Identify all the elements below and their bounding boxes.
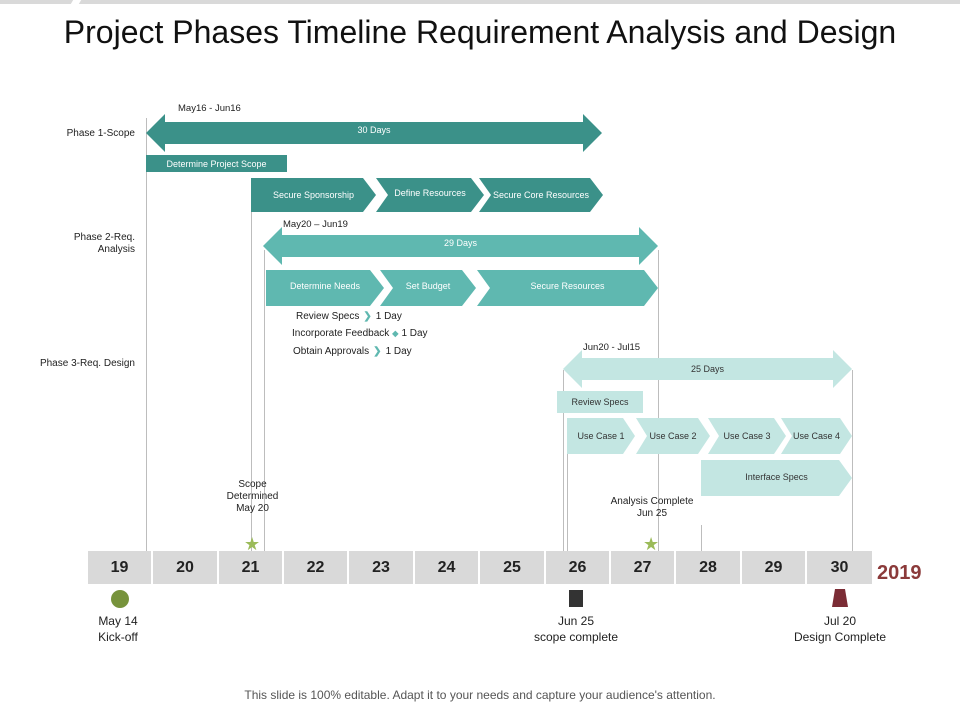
define-resources-task: Define Resources xyxy=(376,178,484,212)
mini-task-name: Obtain Approvals xyxy=(293,346,370,357)
star-icon: ★ xyxy=(643,534,660,554)
phase2-duration-text: 29 Days xyxy=(443,238,478,248)
use-case-1-text: Use Case 1 xyxy=(577,431,625,441)
use-case-1-task: Use Case 1 xyxy=(567,418,635,454)
mini-task-duration: 1 Day xyxy=(401,328,428,339)
axis-tick: 20 xyxy=(153,551,219,584)
use-case-4-text: Use Case 4 xyxy=(792,431,841,441)
top-accent-bar xyxy=(0,0,960,4)
phase-label-req-design: Phase 3-Req. Design xyxy=(39,358,135,369)
circle-icon xyxy=(111,590,129,608)
square-icon xyxy=(569,590,583,607)
axis-tick: 26 xyxy=(546,551,611,584)
secure-core-resources-task: Secure Core Resources xyxy=(479,178,603,212)
diamond-icon: ◆ xyxy=(392,329,399,338)
axis-tick: 21 xyxy=(219,551,284,584)
phase2-date-range: May20 – Jun19 xyxy=(283,219,348,230)
set-budget-text: Set Budget xyxy=(405,281,451,291)
determine-needs-text: Determine Needs xyxy=(289,281,361,291)
secure-sponsorship-task: Secure Sponsorship xyxy=(251,178,376,212)
phase3-duration-bar: 25 Days xyxy=(563,350,852,388)
mini-task-row: Review Specs❯1 Day xyxy=(296,311,402,322)
phase-label-scope: Phase 1-Scope xyxy=(66,128,135,139)
chevron-right-icon: ❯ xyxy=(363,311,372,322)
scope-determined-annotation: Scope Determined May 20 xyxy=(226,479,279,514)
star-icon: ★ xyxy=(244,534,261,554)
determine-needs-task: Determine Needs xyxy=(266,270,384,306)
secure-resources-task: Secure Resources xyxy=(477,270,658,306)
phase1-duration-bar: 30 Days xyxy=(146,114,602,152)
axis-tick: 23 xyxy=(349,551,415,584)
axis-tick: 28 xyxy=(676,551,742,584)
guide-line-phase2-end xyxy=(658,250,659,551)
phase1-date-range: May16 - Jun16 xyxy=(178,103,241,114)
axis-tick: 29 xyxy=(742,551,807,584)
interface-specs-task: Interface Specs xyxy=(701,460,852,496)
analysis-complete-annotation: Analysis Complete Jun 25 xyxy=(610,496,694,519)
determine-project-scope-task: Determine Project Scope xyxy=(146,155,287,172)
axis-tick: 19 xyxy=(88,551,153,584)
define-resources-text: Define Resources xyxy=(394,188,466,198)
mini-task-name: Review Specs xyxy=(296,311,360,322)
page-title: Project Phases Timeline Requirement Anal… xyxy=(63,14,897,50)
axis-tick: 22 xyxy=(284,551,349,584)
phase3-duration-text: 25 Days xyxy=(690,364,725,374)
kickoff-milestone-label: May 14 Kick-off xyxy=(98,614,138,644)
interface-specs-text: Interface Specs xyxy=(745,472,808,482)
use-case-3-text: Use Case 3 xyxy=(723,431,771,441)
axis-tick: 27 xyxy=(611,551,676,584)
year-label: 2019 xyxy=(877,562,922,584)
axis-tick: 24 xyxy=(415,551,480,584)
phase3-date-range: Jun20 - Jul15 xyxy=(583,342,641,353)
guide-line-phase2-start xyxy=(264,250,265,551)
guide-line-sponsorship-start xyxy=(251,200,252,551)
secure-sponsorship-text: Secure Sponsorship xyxy=(272,190,355,200)
phase2-duration-bar: 29 Days xyxy=(263,227,658,265)
secure-core-resources-text: Secure Core Resources xyxy=(492,190,590,200)
mini-task-row: Incorporate Feedback◆1 Day xyxy=(292,328,428,339)
secure-resources-text: Secure Resources xyxy=(530,281,605,291)
guide-line-phase3-start xyxy=(563,370,564,551)
chevron-right-icon: ❯ xyxy=(373,346,382,357)
phase-label-req-analysis: Phase 2-Req. Analysis xyxy=(73,232,135,255)
mini-task-duration: 1 Day xyxy=(385,346,412,357)
mini-task-name: Incorporate Feedback xyxy=(292,328,390,339)
guide-line-phase1-start xyxy=(146,118,147,551)
timeline-axis: 19 20 21 22 23 24 25 26 27 28 29 30 xyxy=(88,551,872,584)
mini-task-duration: 1 Day xyxy=(375,311,402,322)
use-case-4-task: Use Case 4 xyxy=(781,418,852,454)
review-specs-task: Review Specs xyxy=(557,391,643,413)
scope-complete-milestone-label: Jun 25 scope complete xyxy=(533,614,619,644)
design-complete-milestone-label: Jul 20 Design Complete xyxy=(793,614,887,644)
axis-tick: 25 xyxy=(480,551,546,584)
set-budget-task: Set Budget xyxy=(380,270,476,306)
guide-line-usecase-start xyxy=(567,440,568,551)
use-case-3-task: Use Case 3 xyxy=(708,418,786,454)
guide-line-phase3-end xyxy=(852,370,853,551)
mini-task-row: Obtain Approvals❯1 Day xyxy=(293,346,412,357)
phase1-duration-text: 30 Days xyxy=(357,125,391,135)
trapezoid-icon xyxy=(832,589,848,607)
guide-line-interface-start xyxy=(701,525,702,551)
axis-tick: 30 xyxy=(830,558,849,576)
use-case-2-text: Use Case 2 xyxy=(649,431,697,441)
use-case-2-task: Use Case 2 xyxy=(636,418,710,454)
footer-note: This slide is 100% editable. Adapt it to… xyxy=(244,688,716,702)
